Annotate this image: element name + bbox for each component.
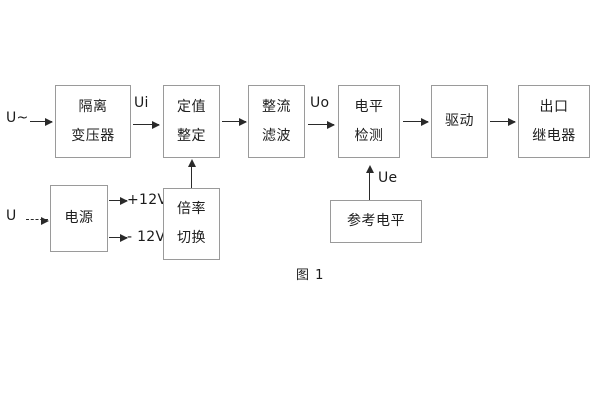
arrow-isolation-transformer-to-setting-value — [133, 120, 160, 129]
block-multiplier-switch-line-2: 切换 — [177, 230, 206, 246]
block-setting-value[interactable]: 定值 整定 — [163, 85, 220, 158]
block-output-relay-line-2: 继电器 — [532, 127, 576, 144]
block-drive[interactable]: 驱动 — [431, 85, 488, 158]
arrow-level-detection-to-drive — [403, 117, 429, 126]
block-setting-value-line-1: 定值 — [177, 98, 206, 115]
ac-input-label: U~ — [6, 110, 29, 126]
block-drive-line-1: 驱动 — [445, 113, 474, 130]
arrow-power-supply-positive-rail — [109, 196, 128, 205]
block-power-supply-line-1: 电源 — [64, 210, 94, 227]
dc-input-label: U — [6, 208, 17, 224]
arrow-setting-value-to-rectify-filter — [222, 117, 247, 126]
block-level-detection-line-2: 检测 — [354, 127, 384, 144]
block-rectify-filter[interactable]: 整流 滤波 — [248, 85, 305, 158]
block-output-relay[interactable]: 出口 继电器 — [518, 85, 590, 158]
block-reference-level[interactable]: 参考电平 — [330, 200, 422, 243]
supply-positive-label: +12V — [127, 192, 168, 208]
supply-negative-label: - 12V — [127, 229, 166, 245]
ui-signal-label: Ui — [134, 95, 149, 111]
arrow-dc-input-to-power-supply — [26, 216, 49, 225]
arrow-rectify-filter-to-level-detection — [308, 120, 335, 129]
block-isolation-transformer-line-1: 隔离 — [78, 98, 108, 115]
block-rectify-filter-line-2: 滤波 — [262, 127, 291, 144]
block-power-supply[interactable]: 电源 — [50, 185, 108, 252]
arrow-drive-to-output-relay — [490, 117, 516, 126]
block-multiplier-switch[interactable]: 倍率 切换 — [163, 188, 220, 260]
block-level-detection-line-1: 电平 — [354, 98, 384, 115]
arrow-power-supply-negative-rail — [109, 233, 128, 242]
arrow-reference-level-to-level-detection — [365, 165, 374, 200]
block-multiplier-switch-line-1: 倍率 — [177, 201, 206, 218]
block-isolation-transformer-line-2: 变压器 — [71, 127, 115, 144]
arrow-ac-input-to-isolation-transformer — [30, 117, 53, 126]
arrow-multiplier-switch-to-setting-value — [187, 159, 196, 188]
block-level-detection[interactable]: 电平 检测 — [338, 85, 400, 158]
block-setting-value-line-2: 整定 — [177, 127, 206, 144]
block-isolation-transformer[interactable]: 隔离 变压器 — [55, 85, 131, 158]
ue-signal-label: Ue — [378, 170, 398, 186]
block-rectify-filter-line-1: 整流 — [262, 98, 291, 115]
block-output-relay-line-1: 出口 — [539, 98, 569, 115]
uo-signal-label: Uo — [310, 95, 330, 111]
block-reference-level-line-1: 参考电平 — [347, 213, 405, 230]
figure-caption: 图 1 — [296, 268, 325, 283]
